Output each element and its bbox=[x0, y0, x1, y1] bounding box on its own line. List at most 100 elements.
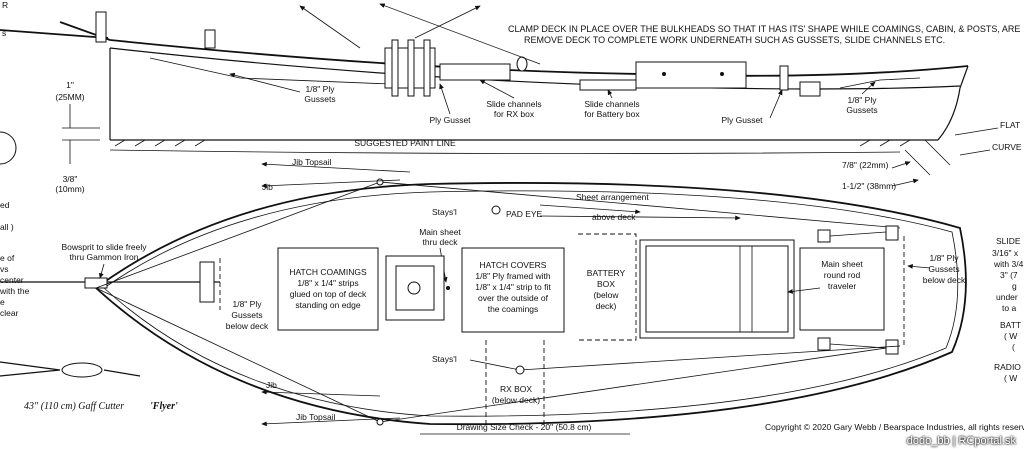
battery-box-outline bbox=[578, 233, 637, 341]
frag-left-e: e of bbox=[0, 253, 15, 263]
frag-right-w2: ( W bbox=[1004, 373, 1017, 383]
profile-deck-underside bbox=[109, 47, 961, 90]
pad-eye-bottom-icon bbox=[515, 365, 525, 375]
label-hatch-covers-3: 1/8" x 1/4" strip to fit bbox=[475, 282, 551, 292]
plan-stay-fwd-bot bbox=[95, 287, 381, 423]
profile-transom-top bbox=[959, 65, 969, 89]
mast-hole bbox=[407, 281, 421, 295]
profile-bowsprit bbox=[0, 29, 109, 39]
label-hatch-coamings-4: standing on edge bbox=[295, 300, 360, 310]
label-hatch-coamings-2: 1/8" x 1/4" strips bbox=[297, 278, 358, 288]
frag-right-toa: to a bbox=[1002, 303, 1016, 313]
label-hatch-covers-5: the coamings bbox=[488, 304, 539, 314]
fitting-shackle bbox=[61, 362, 103, 378]
label-main-sheet-thru-1: Main sheet bbox=[419, 227, 461, 237]
boat-title: 'Flyer' bbox=[150, 401, 178, 412]
label-gussets-bd-right-2: Gussets bbox=[928, 264, 959, 274]
label-slide-batt-2: for Battery box bbox=[584, 109, 640, 119]
clamp-note-line2: REMOVE DECK TO COMPLETE WORK UNDERNEATH … bbox=[524, 35, 945, 45]
profile-post bbox=[204, 29, 216, 49]
arrow-pad-eye bbox=[539, 215, 741, 221]
profile-hatching bbox=[114, 139, 911, 147]
plan-bitt bbox=[199, 261, 215, 303]
frag-right-w1: ( W bbox=[1004, 331, 1017, 341]
aft-fitting-top bbox=[885, 225, 899, 241]
hatch-coamings-box bbox=[277, 247, 379, 331]
frag-left-vs: vs bbox=[0, 264, 9, 274]
copyright: Copyright © 2020 Gary Webb / Bearspace I… bbox=[765, 422, 1024, 432]
dim-1in: 1" bbox=[66, 80, 74, 90]
plan-chainplate-bot bbox=[376, 418, 384, 426]
label-hatch-coamings-1: HATCH COAMINGS bbox=[289, 267, 367, 277]
main-sheet-hole bbox=[446, 286, 450, 290]
frag-left-s: s bbox=[2, 28, 6, 38]
arrow-bowsprit bbox=[99, 263, 105, 279]
plan-stay-fwd-top bbox=[95, 181, 381, 289]
label-main-sheet-rod-2: round rod bbox=[824, 270, 861, 280]
clamp-note-line1: CLAMP DECK IN PLACE OVER THE BULKHEADS S… bbox=[508, 24, 1020, 34]
arrow-slide-batt bbox=[607, 89, 613, 99]
profile-slide-channel-batt bbox=[579, 79, 637, 91]
label-ply-gusset-b: Ply Gusset bbox=[721, 115, 763, 125]
dim-lines-left bbox=[62, 104, 100, 164]
profile-transom bbox=[937, 87, 961, 141]
plan-view: Jib Topsail Jib Sheet arrangement Stays'… bbox=[0, 131, 967, 427]
dim-25mm: (25MM) bbox=[55, 92, 84, 102]
arrow-clamp-b bbox=[414, 5, 481, 39]
label-gussets-bd-left-1: 1/8" Ply bbox=[232, 299, 262, 309]
frag-right-g: g bbox=[1012, 281, 1017, 291]
label-jib-topsail-top: Jib Topsail bbox=[292, 157, 332, 167]
profile-hole-b bbox=[720, 72, 724, 76]
frag-left-center: center bbox=[0, 275, 24, 285]
arrow-gussets-right bbox=[861, 81, 876, 95]
profile-waterline bbox=[109, 149, 901, 154]
frag-right-l: ( bbox=[1012, 342, 1015, 352]
dim-78: 7/8" (22mm) bbox=[842, 160, 889, 170]
profile-cleat bbox=[516, 56, 528, 72]
label-ply-gussets-left-1: 1/8" Ply bbox=[305, 84, 335, 94]
profile-gusset-right bbox=[839, 77, 921, 89]
label-slide-rx-2: for RX box bbox=[494, 109, 535, 119]
label-ply-gusset-a: Ply Gusset bbox=[429, 115, 471, 125]
label-flat: FLAT bbox=[1000, 120, 1020, 130]
frag-right-batt: BATT bbox=[1000, 320, 1021, 330]
arrow-gusset-left bbox=[229, 72, 301, 93]
label-jib-bottom: Jib bbox=[266, 380, 277, 390]
label-gussets-bd-left-3: below deck bbox=[226, 321, 269, 331]
frag-left-clear: clear bbox=[0, 308, 19, 318]
label-battery-1: BATTERY bbox=[587, 268, 626, 278]
label-gussets-bd-right-3: below deck bbox=[923, 275, 966, 285]
profile-slide-channel-rx bbox=[439, 63, 511, 81]
label-main-sheet-rod-1: Main sheet bbox=[821, 259, 863, 269]
label-rx-box-1: RX BOX bbox=[500, 384, 532, 394]
plan-hull-outline bbox=[94, 182, 967, 426]
label-ply-gussets-left-2: Gussets bbox=[304, 94, 335, 104]
frag-left-all: all ) bbox=[0, 222, 14, 232]
dim-10mm: (10mm) bbox=[55, 184, 84, 194]
arrow-main-sheet-rod bbox=[787, 287, 821, 294]
fitting-rope bbox=[0, 361, 61, 377]
dim-112: 1-1/2" (38mm) bbox=[842, 181, 896, 191]
profile-aft-gusset-block bbox=[799, 81, 821, 97]
hatch-covers-box bbox=[461, 247, 565, 333]
label-above-deck: above deck bbox=[592, 212, 636, 222]
label-hatch-covers-4: over the outside of bbox=[478, 293, 549, 303]
aft-block-top bbox=[817, 229, 831, 243]
label-slide-rx-1: Slide channels bbox=[486, 99, 541, 109]
plan-gammon-iron bbox=[84, 277, 108, 289]
plan-stays-bottom-line bbox=[469, 345, 901, 371]
label-stays-bottom: Stays'l bbox=[432, 354, 457, 364]
profile-mast-post-c bbox=[423, 39, 431, 97]
profile-cabin-block bbox=[635, 61, 747, 89]
label-pad-eye: PAD EYE bbox=[506, 209, 543, 219]
left-edge-fragments: R s ed all ) e of vs center with the e c… bbox=[0, 0, 30, 318]
label-jib-topsail-bottom: Jib Topsail bbox=[296, 412, 336, 422]
frag-right-with34: with 3/4 bbox=[993, 259, 1024, 269]
label-hatch-covers-1: HATCH COVERS bbox=[480, 260, 547, 270]
profile-mast-post-a bbox=[391, 39, 399, 97]
flat-curve-leaders bbox=[954, 127, 999, 156]
profile-gusset-left bbox=[149, 57, 391, 85]
aft-block-bottom bbox=[817, 337, 831, 351]
arrow-dim-78 bbox=[891, 161, 911, 169]
